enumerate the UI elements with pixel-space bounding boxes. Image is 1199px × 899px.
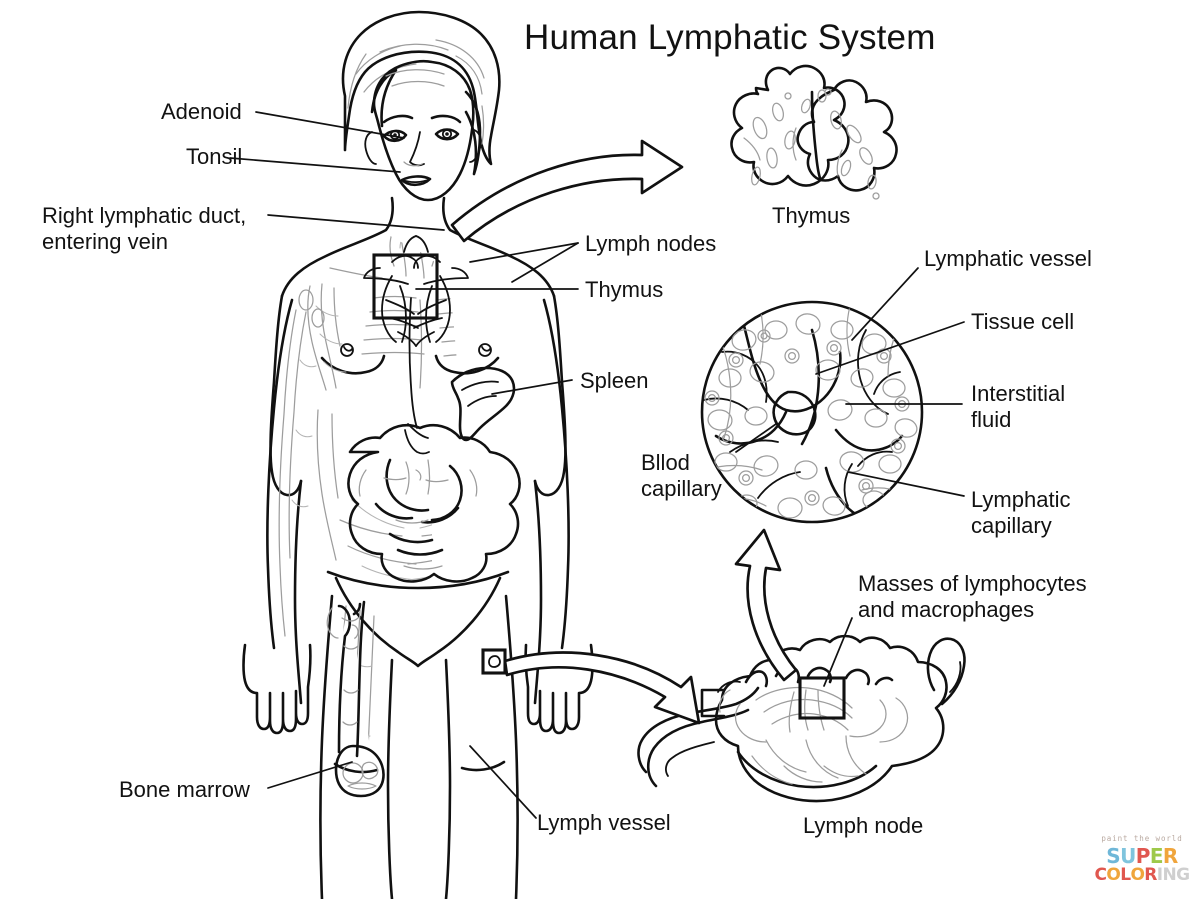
label-interstitial-fluid-line2: fluid [971, 407, 1012, 432]
label-lymphatic-capillary-line1: Lymphatic [971, 487, 1071, 512]
thymus-region-box [372, 253, 439, 320]
page-title: Human Lymphatic System [524, 18, 936, 57]
leader-blood-capillary [735, 423, 777, 453]
label-bone-marrow: Bone marrow [119, 777, 250, 802]
wm-letter-o2: O [1130, 865, 1145, 885]
thymus-in-chest [363, 235, 469, 347]
leader-bone-marrow [267, 761, 353, 789]
leader-adenoid [255, 111, 405, 139]
label-lymph-node: Lymph node [803, 813, 924, 838]
leader-lymph-vessel [469, 745, 537, 819]
leader-tissue-cell [815, 321, 965, 375]
arrow-leg-to-lymph-node [503, 651, 701, 725]
spleen-illustration [450, 366, 516, 442]
label-spleen: Spleen [580, 368, 649, 393]
leader-right-lymphatic-duct [267, 214, 445, 231]
label-blood-capillary-line2: capillary [641, 476, 722, 501]
wm-letter-g: G [1176, 865, 1190, 885]
wm-letter-s: S [1106, 844, 1121, 868]
wm-letter-p: P [1135, 844, 1151, 868]
leader-lymphatic-capillary [847, 471, 965, 497]
wm-letter-o1: O [1106, 865, 1121, 885]
label-masses-line2: and macrophages [858, 597, 1035, 622]
leader-lymph-nodes [469, 242, 579, 263]
supercoloring-watermark: paint the world SUPER COLORING [1088, 833, 1196, 895]
label-lymphatic-vessel: Lymphatic vessel [924, 246, 1092, 271]
wm-letter-l: L [1120, 865, 1131, 885]
label-interstitial-fluid-line1: Interstitial [971, 381, 1066, 406]
watermark-tagline: paint the world [1101, 834, 1183, 843]
label-blood-capillary-line1: Bllod [641, 450, 690, 475]
label-right-lymphatic-duct-line2: entering vein [42, 229, 168, 254]
leader-masses [823, 617, 853, 687]
leader-lymph-nodes-2 [511, 242, 579, 283]
intestine-illustration [347, 424, 521, 583]
wm-letter-n: N [1162, 865, 1177, 885]
label-lymphatic-capillary-line2: capillary [971, 513, 1052, 538]
wm-letter-i: I [1156, 865, 1163, 885]
label-adenoid: Adenoid [161, 99, 242, 124]
leader-lines [229, 111, 965, 819]
lymphocyte-mass-region-box [798, 676, 846, 720]
label-masses-line1: Masses of lymphocytes [858, 571, 1087, 596]
leader-tonsil [229, 157, 401, 173]
leader-spleen [491, 379, 573, 395]
arrow-node-to-tissue-circle [734, 528, 798, 682]
wm-letter-u: U [1120, 844, 1136, 868]
wm-letter-c: C [1094, 865, 1107, 885]
wm-letter-e: E [1149, 844, 1164, 868]
label-thymus-detail: Thymus [772, 203, 851, 228]
label-thymus-body: Thymus [585, 277, 664, 302]
label-tonsil: Tonsil [186, 144, 243, 169]
wm-letter-r2: R [1144, 865, 1157, 885]
watermark-coloring: COLORING [1088, 865, 1196, 885]
watermark-super: SUPER [1088, 844, 1196, 868]
label-tissue-cell: Tissue cell [971, 309, 1075, 334]
leader-lymphatic-vessel [851, 267, 919, 341]
wm-letter-r: R [1162, 844, 1178, 868]
label-right-lymphatic-duct-line1: Right lymphatic duct, [42, 203, 247, 228]
thymus-gland-detail [730, 64, 898, 200]
label-lymph-nodes: Lymph nodes [585, 231, 717, 256]
female-body-figure [242, 10, 594, 899]
tissue-capillary-circle [700, 300, 924, 524]
arrow-chest-to-thymus [450, 139, 684, 243]
label-lymph-vessel: Lymph vessel [537, 810, 671, 835]
